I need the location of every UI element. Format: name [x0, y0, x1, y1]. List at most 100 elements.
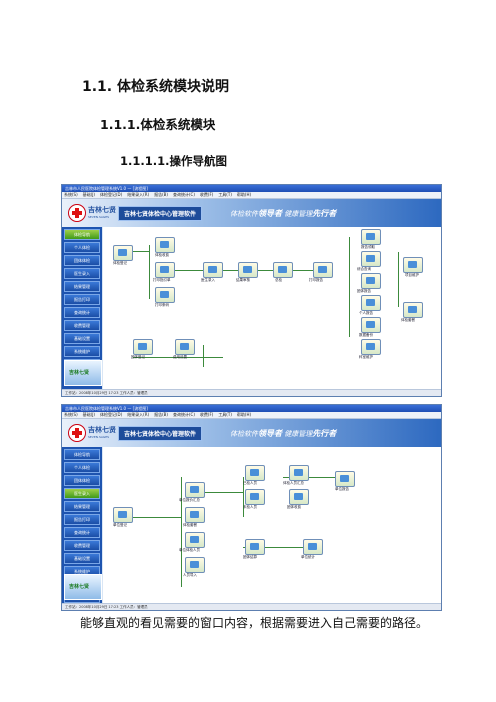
sidebar-item[interactable]: 报告打印	[64, 514, 100, 525]
menu-bar[interactable]: 系统(S) 基础(J) 体检登记(D) 结果录入(R) 报告(B) 查询统计(C) 收费(F…	[62, 412, 441, 419]
sidebar-item[interactable]: 医生录入	[64, 268, 100, 279]
flow-connector	[131, 251, 149, 252]
flow-node-icon[interactable]	[361, 251, 381, 267]
window-title: 吉林市人民医院体检管理系统V1.0 — [流程图]	[62, 185, 441, 192]
brand-subtitle: SEVEN·SAGES	[88, 215, 110, 219]
flow-node-label: 已检人员	[243, 481, 257, 485]
flow-canvas: 体检登记 体检收费 打印指引单 打印条码 医生录入 结果审核 总检 打印报告 报…	[103, 227, 441, 390]
flow-node-icon[interactable]	[113, 507, 133, 523]
menu-item[interactable]: 工具(T)	[218, 412, 232, 417]
sidebar-item[interactable]: 体检导航	[64, 229, 100, 240]
flow-connector	[283, 477, 353, 478]
flow-node-label: 团体结算	[243, 555, 257, 559]
flow-node-icon[interactable]	[133, 339, 153, 355]
sidebar-item[interactable]: 医生录入	[64, 488, 100, 499]
section-heading-1: 1.1. 体检系统模块说明	[82, 79, 229, 95]
flow-node-icon[interactable]	[155, 262, 175, 278]
flow-node-icon[interactable]	[361, 339, 381, 355]
menu-item[interactable]: 报告(B)	[154, 192, 168, 197]
menu-item[interactable]: 帮助(H)	[236, 412, 252, 417]
section-heading-3: 1.1.1.1.操作导航图	[120, 154, 227, 168]
app-banner: 吉林七贤 SEVEN·SAGES 吉林七贤体检中心管理软件 体检软件领导者 健康…	[62, 199, 441, 227]
sidebar-item[interactable]: 团体体检	[64, 255, 100, 266]
sidebar-item[interactable]: 体检导航	[64, 449, 100, 460]
section-heading-2: 1.1.1.体检系统模块	[100, 117, 216, 132]
sidebar-item[interactable]: 系统维护	[64, 346, 100, 357]
flow-node-label: 单位体检人员	[179, 548, 200, 552]
sidebar-item[interactable]: 收费管理	[64, 320, 100, 331]
menu-item[interactable]: 基础(J)	[82, 192, 95, 197]
flow-node-icon[interactable]	[273, 262, 293, 278]
flow-node-label: 单位报价汇总	[179, 498, 200, 502]
slogan-tail: 健康管理	[284, 210, 313, 218]
menu-item[interactable]: 帮助(H)	[236, 192, 252, 197]
sidebar-item[interactable]: 团体体检	[64, 475, 100, 486]
flow-node-label: 打印指引单	[153, 278, 171, 282]
flow-connector	[181, 477, 182, 587]
company-logo: 吉林七贤	[64, 574, 102, 600]
menu-item[interactable]: 查询统计(C)	[172, 192, 195, 197]
flow-node-icon[interactable]	[361, 317, 381, 333]
flow-node-icon[interactable]	[403, 257, 423, 273]
flow-connector	[398, 252, 399, 307]
flow-connector	[243, 547, 303, 548]
slogan-lead: 体检软件	[230, 210, 258, 218]
brand-name: 吉林七贤	[88, 206, 116, 214]
menu-item[interactable]: 体检登记(D)	[99, 192, 123, 197]
sidebar-item[interactable]: 报告打印	[64, 294, 100, 305]
flow-node-icon[interactable]	[203, 262, 223, 278]
flow-node-label: 单位报告	[335, 487, 349, 491]
flow-node-icon[interactable]	[175, 339, 195, 355]
flow-connector	[203, 345, 204, 367]
sidebar-item[interactable]: 结果管理	[64, 501, 100, 512]
menu-item[interactable]: 基础(J)	[82, 412, 95, 417]
flow-node-icon[interactable]	[361, 229, 381, 245]
flow-node-icon[interactable]	[245, 489, 265, 505]
menu-item[interactable]: 工具(T)	[218, 192, 232, 197]
menu-bar[interactable]: 系统(S) 基础(J) 体检登记(D) 结果录入(R) 报告(B) 查询统计(C) 收费(F…	[62, 192, 441, 199]
flow-node-icon[interactable]	[245, 465, 265, 481]
menu-item[interactable]: 查询统计(C)	[172, 412, 195, 417]
sidebar-item[interactable]: 基础设置	[64, 333, 100, 344]
flow-node-icon[interactable]	[289, 489, 309, 505]
menu-item[interactable]: 结果录入(R)	[127, 192, 150, 197]
flow-connector	[243, 477, 244, 517]
slogan: 体检软件领导者 健康管理先行者	[230, 428, 336, 439]
sidebar-item[interactable]: 查询统计	[64, 307, 100, 318]
flow-node-icon[interactable]	[185, 482, 205, 498]
sidebar-item[interactable]: 结果管理	[64, 281, 100, 292]
sidebar-item[interactable]: 收费管理	[64, 540, 100, 551]
flow-node-icon[interactable]	[155, 237, 175, 253]
sidebar-item[interactable]: 个人体检	[64, 462, 100, 473]
flow-node-icon[interactable]	[245, 539, 265, 555]
slogan: 体检软件领导者 健康管理先行者	[230, 208, 336, 219]
menu-item[interactable]: 系统(S)	[64, 192, 78, 197]
menu-item[interactable]: 结果录入(R)	[127, 412, 150, 417]
flow-node-label: 单位登记	[113, 523, 127, 527]
menu-item[interactable]: 报告(B)	[154, 412, 168, 417]
menu-item[interactable]: 系统(S)	[64, 412, 78, 417]
flow-node-icon[interactable]	[185, 532, 205, 548]
flow-node-icon[interactable]	[313, 262, 333, 278]
sidebar-item[interactable]: 个人体检	[64, 242, 100, 253]
flow-node-icon[interactable]	[155, 287, 175, 303]
flow-node-icon[interactable]	[303, 539, 323, 555]
menu-item[interactable]: 体检登记(D)	[99, 412, 123, 417]
flow-node-icon[interactable]	[185, 557, 205, 573]
flow-node-icon[interactable]	[361, 295, 381, 311]
menu-item[interactable]: 收费(F)	[199, 412, 214, 417]
sidebar-item[interactable]: 基础设置	[64, 553, 100, 564]
flow-node-label: 人员导入	[183, 573, 197, 577]
sidebar-item[interactable]: 查询统计	[64, 527, 100, 538]
flow-node-icon[interactable]	[361, 273, 381, 289]
flow-node-label: 体检人员汇总	[283, 481, 304, 485]
flow-node-label: 单位统计	[301, 555, 315, 559]
flow-node-icon[interactable]	[403, 302, 423, 318]
flow-node-icon[interactable]	[113, 245, 133, 261]
flow-node-icon[interactable]	[335, 471, 355, 487]
flow-node-icon[interactable]	[238, 262, 258, 278]
menu-item[interactable]: 收费(F)	[199, 192, 214, 197]
flow-node-label: 打印条码	[155, 303, 169, 307]
flow-node-icon[interactable]	[289, 465, 309, 481]
flow-node-icon[interactable]	[185, 507, 205, 523]
